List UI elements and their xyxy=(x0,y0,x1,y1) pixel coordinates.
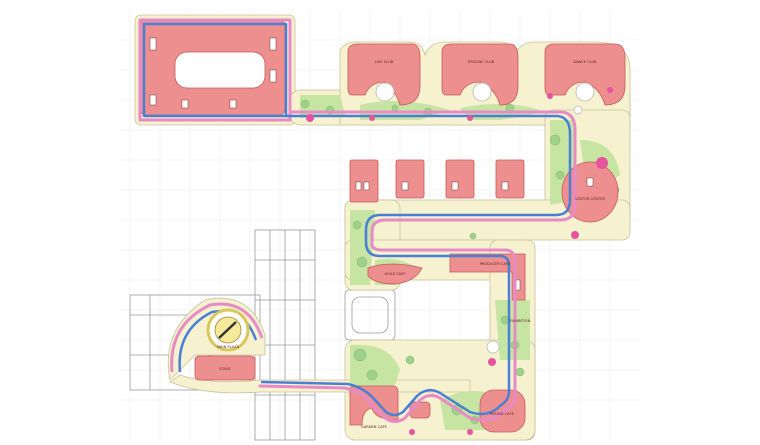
label-live-club: LIVE CLUB xyxy=(375,60,394,64)
block-courtyard xyxy=(174,51,266,89)
label-garden-cafe: GARDEN CAFE xyxy=(361,425,388,429)
label-stage: STAGE xyxy=(219,367,231,371)
building-small-3 xyxy=(445,159,475,199)
building-small-2 xyxy=(395,159,425,199)
label-plaza: MAIN PLAZA xyxy=(217,345,240,349)
circulation-route xyxy=(138,18,577,423)
club-rings xyxy=(375,82,595,354)
markers xyxy=(306,87,613,435)
building-live-club xyxy=(347,43,421,106)
label-dance-club: DANCE CLUB xyxy=(573,60,597,64)
building-small-4 xyxy=(495,159,525,199)
route-blue xyxy=(142,22,572,417)
label-episode-club: EPISODE CLUB xyxy=(468,60,495,64)
building-agile-cafe xyxy=(367,263,423,285)
label-exhibition: EXHIBITION xyxy=(510,319,531,323)
label-producer-cafe: PRODUCER CAFE xyxy=(480,262,511,266)
building-producer-cafe xyxy=(449,253,526,301)
amphitheatre xyxy=(167,297,266,381)
label-round-cafe: ROUND CAFE xyxy=(490,412,515,416)
building-stage xyxy=(194,355,256,381)
route-pink xyxy=(138,18,577,423)
labels: LIVE CLUB EPISODE CLUB DANCE CLUB VISITO… xyxy=(217,60,606,429)
building-small-1 xyxy=(349,159,379,203)
label-visitor-center: VISITOR CENTER xyxy=(575,197,605,201)
label-agile-cafe: AGILE CAFE xyxy=(385,272,407,276)
interior-details xyxy=(149,37,594,291)
building-episode-club xyxy=(441,43,519,106)
